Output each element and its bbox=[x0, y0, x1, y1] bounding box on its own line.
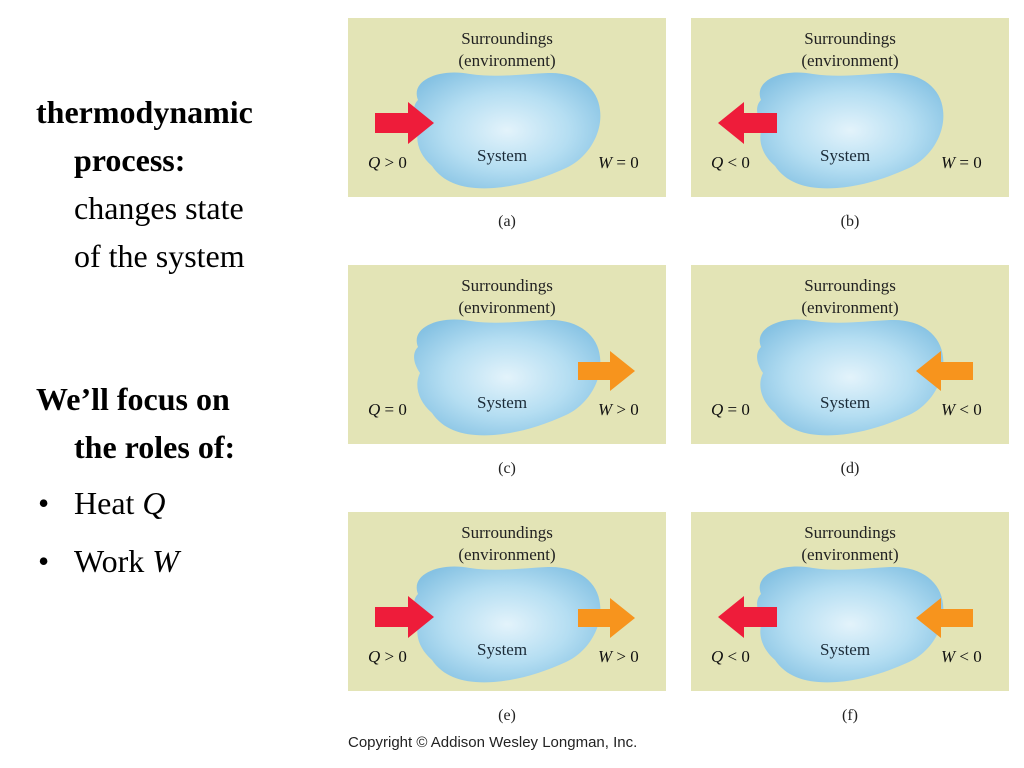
work-label: W < 0 bbox=[941, 400, 982, 419]
work-arrow-in bbox=[916, 598, 973, 638]
roles-list: Heat Q Work W bbox=[36, 479, 336, 585]
heat-label: Q = 0 bbox=[711, 400, 750, 419]
panel-c-graphic bbox=[414, 319, 635, 436]
work-label: W < 0 bbox=[941, 647, 982, 666]
system-blob bbox=[757, 319, 944, 436]
caption-b: (b) bbox=[840, 213, 860, 230]
system-blob bbox=[414, 566, 601, 683]
surroundings-label: Surroundings bbox=[804, 523, 896, 542]
system-blob bbox=[757, 72, 944, 189]
environment-label: (environment) bbox=[458, 545, 556, 564]
surroundings-label: Surroundings bbox=[461, 523, 553, 542]
work-label: W > 0 bbox=[598, 400, 639, 419]
system-label: System bbox=[820, 146, 871, 165]
diagram-panel-d: Surroundings (environment) System Q = 0 … bbox=[691, 265, 1009, 444]
diagram-panel-c: Surroundings (environment) System Q = 0 … bbox=[348, 265, 666, 444]
system-label: System bbox=[820, 393, 871, 412]
heat-label: Q > 0 bbox=[368, 153, 407, 172]
work-label: W > 0 bbox=[598, 647, 639, 666]
surroundings-label: Surroundings bbox=[804, 29, 896, 48]
work-arrow-out bbox=[578, 598, 635, 638]
heat-label: Q < 0 bbox=[711, 647, 750, 666]
heat-arrow-in bbox=[375, 596, 434, 638]
surroundings-label: Surroundings bbox=[461, 276, 553, 295]
work-arrow-in bbox=[916, 351, 973, 391]
caption-c: (c) bbox=[498, 460, 516, 477]
copyright-notice: Copyright © Addison Wesley Longman, Inc. bbox=[348, 734, 638, 751]
system-blob bbox=[757, 566, 944, 683]
system-label: System bbox=[477, 146, 528, 165]
environment-label: (environment) bbox=[801, 298, 899, 317]
caption-a: (a) bbox=[498, 213, 516, 230]
environment-label: (environment) bbox=[458, 51, 556, 70]
caption-f: (f) bbox=[842, 707, 858, 724]
heat-arrow-out bbox=[718, 102, 777, 144]
diagram-panel-b: Surroundings (environment) System Q < 0 … bbox=[691, 18, 1009, 197]
system-label: System bbox=[820, 640, 871, 659]
work-label: W = 0 bbox=[598, 153, 639, 172]
diagram-panel-f: Surroundings (environment) System Q < 0 … bbox=[691, 512, 1009, 691]
system-label: System bbox=[477, 393, 528, 412]
heat-arrow-out bbox=[718, 596, 777, 638]
caption-e: (e) bbox=[498, 707, 516, 724]
panel-e-graphic bbox=[375, 566, 635, 683]
surroundings-label: Surroundings bbox=[804, 276, 896, 295]
system-label: System bbox=[477, 640, 528, 659]
bullet-work: Work W bbox=[36, 537, 336, 585]
panel-a-graphic bbox=[375, 72, 601, 189]
heat-label: Q > 0 bbox=[368, 647, 407, 666]
work-arrow-out bbox=[578, 351, 635, 391]
environment-label: (environment) bbox=[458, 298, 556, 317]
system-blob bbox=[414, 319, 601, 436]
panel-d-graphic bbox=[757, 319, 973, 436]
surroundings-label: Surroundings bbox=[461, 29, 553, 48]
heat-label: Q = 0 bbox=[368, 400, 407, 419]
environment-label: (environment) bbox=[801, 51, 899, 70]
bullet-heat: Heat Q bbox=[36, 479, 336, 527]
caption-d: (d) bbox=[840, 460, 860, 477]
panel-f-graphic bbox=[718, 566, 973, 683]
work-label: W = 0 bbox=[941, 153, 982, 172]
heat-label: Q < 0 bbox=[711, 153, 750, 172]
environment-label: (environment) bbox=[801, 545, 899, 564]
system-blob bbox=[414, 72, 601, 189]
panel-b-graphic bbox=[718, 72, 944, 189]
diagram-panel-a: Surroundings (environment) System Q > 0 … bbox=[348, 18, 666, 197]
diagram-panel-e: Surroundings (environment) System Q > 0 … bbox=[348, 512, 666, 691]
heat-arrow-in bbox=[375, 102, 434, 144]
